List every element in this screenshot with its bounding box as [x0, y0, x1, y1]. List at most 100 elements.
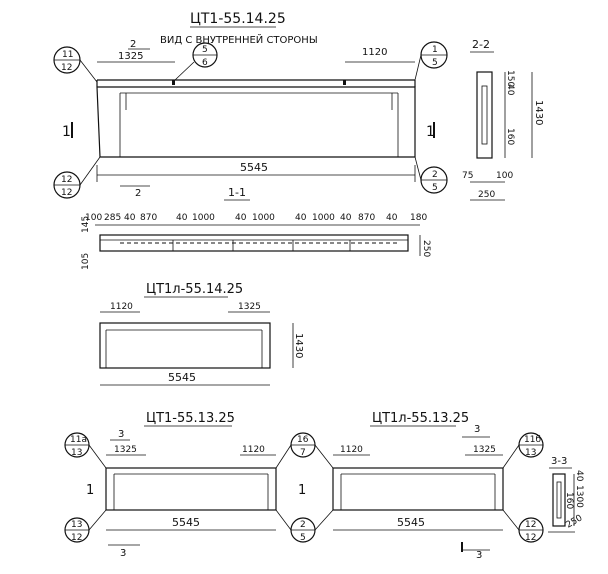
- svg-text:40: 40: [176, 213, 188, 223]
- section-mark-1-left: 1: [62, 124, 71, 140]
- section-core: [556, 481, 562, 519]
- svg-text:40: 40: [295, 213, 307, 223]
- section-mark-1-right: 1: [426, 124, 435, 140]
- svg-text:13: 13: [71, 448, 82, 458]
- svg-text:1000: 1000: [192, 213, 215, 223]
- svg-text:12: 12: [61, 175, 72, 185]
- callout-11b-13: 11б 13: [502, 432, 544, 469]
- svg-text:16: 16: [297, 435, 309, 445]
- dim-1325: 1325: [473, 445, 496, 455]
- mirror-panel-14: ЦТ1л-55.14.25 1120 1325 5545 1430: [99, 282, 304, 386]
- section-mark-1: 1: [86, 483, 94, 498]
- panel-outline: [332, 467, 504, 511]
- section-1-1-title: 1-1: [228, 186, 246, 199]
- insert-mark: [343, 80, 346, 85]
- section-profile: [99, 234, 409, 252]
- callout-2-5b: 2 5: [275, 509, 334, 543]
- dim-250: 250: [478, 190, 495, 200]
- dim-40: 40: [574, 470, 584, 482]
- dim-1120: 1120: [110, 302, 133, 312]
- callout-5-6: 5 6: [174, 42, 218, 81]
- callout-1-5: 1 5: [414, 41, 448, 81]
- callout-11-12: 11 12: [53, 46, 98, 83]
- dim-5545: 5545: [240, 161, 268, 174]
- main-title: ЦТ1-55.14.25: [190, 11, 286, 27]
- dim-1325: 1325: [238, 302, 261, 312]
- dim-1430: 1430: [533, 100, 544, 125]
- dim-5545: 5545: [168, 371, 196, 384]
- panel-13: ЦТ1-55.13.25 3 1325 1120 1 5545 3 11а 13…: [64, 411, 277, 559]
- svg-text:2: 2: [432, 170, 438, 180]
- panel-outline: [99, 322, 271, 369]
- svg-text:13: 13: [71, 520, 82, 530]
- svg-text:100: 100: [85, 213, 102, 223]
- section-2-2-title: 2-2: [472, 38, 490, 51]
- dim-1120: 1120: [362, 47, 387, 58]
- mirror-14-title: ЦТ1л-55.14.25: [146, 282, 243, 297]
- svg-text:11б: 11б: [524, 435, 541, 445]
- section-mark-3: 3: [118, 429, 124, 440]
- callout-13-12: 13 12: [64, 509, 107, 543]
- svg-text:5: 5: [432, 183, 438, 193]
- dim-160: 160: [564, 492, 574, 509]
- insert-mark: [172, 80, 175, 85]
- dim-1325: 1325: [118, 51, 143, 62]
- svg-text:40: 40: [340, 213, 352, 223]
- dim-250: 250: [421, 240, 431, 257]
- svg-text:1: 1: [432, 45, 438, 55]
- svg-text:12: 12: [61, 188, 72, 198]
- svg-text:40: 40: [124, 213, 136, 223]
- section-mark-1-mid: 1: [298, 483, 306, 498]
- svg-text:6: 6: [202, 58, 208, 68]
- section-mark-2: 2: [130, 39, 136, 50]
- dim-1325: 1325: [114, 445, 137, 455]
- panel-outline: [96, 86, 416, 158]
- dim-5545: 5545: [172, 516, 200, 529]
- callout-12-12b: 12 12: [502, 509, 544, 543]
- panel-13-mirror-title: ЦТ1л-55.13.25: [372, 411, 469, 426]
- dim-sequence: 100 285 40 870 40 1000 40 1000 40 1000 4…: [85, 213, 427, 223]
- callout-16-7: 16 7: [275, 432, 334, 469]
- dim-40: 40: [505, 84, 515, 96]
- section-mark-3-bottom: 3: [120, 548, 126, 559]
- dim-1120: 1120: [340, 445, 363, 455]
- svg-text:180: 180: [410, 213, 427, 223]
- svg-text:13: 13: [525, 448, 536, 458]
- panel-outline: [105, 467, 277, 511]
- section-profile: [552, 473, 566, 527]
- svg-text:5: 5: [432, 58, 438, 68]
- dim-145: 145: [81, 216, 91, 233]
- dim-100: 100: [496, 171, 513, 181]
- svg-text:11: 11: [62, 50, 73, 60]
- section-mark-2-bottom: 2: [135, 188, 141, 199]
- svg-text:12: 12: [525, 520, 536, 530]
- svg-text:12: 12: [525, 533, 536, 543]
- dim-75: 75: [462, 171, 473, 181]
- dim-1300: 1300: [574, 485, 584, 508]
- svg-text:7: 7: [300, 448, 306, 458]
- svg-text:870: 870: [358, 213, 375, 223]
- callout-12-12: 12 12: [53, 156, 101, 199]
- section-core: [481, 85, 488, 145]
- view-note: ВИД С ВНУТРЕННЕЙ СТОРОНЫ: [160, 33, 318, 46]
- svg-text:1000: 1000: [312, 213, 335, 223]
- svg-text:12: 12: [61, 63, 72, 73]
- callout-11a-13: 11а 13: [64, 432, 107, 469]
- dim-105: 105: [81, 253, 91, 270]
- section-profile: [476, 71, 493, 159]
- dim-250: 250: [565, 513, 585, 530]
- svg-text:285: 285: [104, 213, 121, 223]
- dim-150: 150: [505, 70, 515, 87]
- section-mark-3-bottom: 3: [476, 550, 482, 561]
- main-panel-view: ЦТ1-55.14.25 ВИД С ВНУТРЕННЕЙ СТОРОНЫ 13…: [53, 11, 448, 199]
- dim-1120: 1120: [242, 445, 265, 455]
- dim-5545: 5545: [397, 516, 425, 529]
- svg-text:40: 40: [386, 213, 398, 223]
- svg-text:1000: 1000: [252, 213, 275, 223]
- dim-160: 160: [505, 128, 515, 145]
- svg-text:12: 12: [71, 533, 82, 543]
- section-mark-3: 3: [474, 424, 480, 435]
- section-3-3-title: 3-3: [551, 456, 567, 467]
